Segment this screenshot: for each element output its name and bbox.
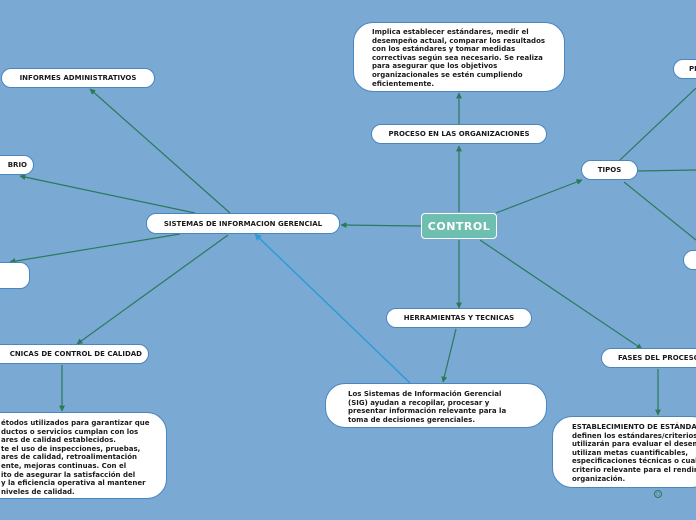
link-control-tipos	[495, 179, 583, 214]
sig-description-text: Los Sistemas de Información Gerencial (S…	[348, 390, 507, 424]
node-sistemas-informacion-gerencial[interactable]: SISTEMAS DE INFORMACION GERENCIAL	[146, 213, 340, 234]
link-sistemas-brio	[19, 174, 196, 214]
link-sistemas-left	[9, 233, 181, 265]
bubble-sig-description[interactable]: Los Sistemas de Información Gerencial (S…	[325, 383, 547, 428]
node-left-partial[interactable]	[0, 262, 30, 289]
node-fases-del-proceso[interactable]: FASES DEL PROCESO	[601, 348, 696, 368]
link-sigdesc-sistemas	[254, 233, 411, 384]
bubble-proceso-description[interactable]: Implica establecer estándares, medir el …	[353, 22, 565, 92]
proceso-description-text: Implica establecer estándares, medir el …	[372, 28, 546, 88]
link-sistemas-calidad	[76, 234, 229, 345]
center-node-control[interactable]: CONTROL	[421, 213, 497, 239]
link-control-fases	[479, 239, 643, 350]
bubble-calidad-description[interactable]: étodos utilizados para garantizar que du…	[0, 412, 167, 499]
node-tecnicas-control-calidad[interactable]: CNICAS DE CONTROL DE CALIDAD	[0, 344, 149, 364]
link-sistemas-informes	[89, 88, 231, 214]
node-proceso-organizaciones[interactable]: PROCESO EN LAS ORGANIZACIONES	[371, 124, 547, 144]
fases-description-text: ESTABLECIMIENTO DE ESTÁNDA definen los e…	[572, 423, 696, 483]
node-informes-administrativos[interactable]: INFORMES ADMINISTRATIVOS	[1, 68, 155, 88]
link-herramientas-sigdesc	[441, 328, 457, 383]
node-equilibrio[interactable]: BRIO	[0, 155, 34, 175]
node-pr-partial[interactable]: PR	[673, 59, 696, 79]
collapse-toggle-icon[interactable]: ○	[654, 490, 662, 498]
link-tipos-right	[636, 169, 696, 172]
link-tipos-pr	[619, 87, 696, 161]
bubble-fases-description[interactable]: ESTABLECIMIENTO DE ESTÁNDA definen los e…	[552, 416, 696, 488]
node-tipos[interactable]: TIPOS	[581, 160, 638, 180]
link-control-sistemas	[340, 222, 422, 229]
calidad-description-text: étodos utilizados para garantizar que du…	[1, 419, 150, 496]
node-right-partial[interactable]	[683, 250, 696, 270]
link-tipos-lower	[623, 181, 696, 241]
node-herramientas-tecnicas[interactable]: HERRAMIENTAS Y TECNICAS	[386, 308, 532, 328]
